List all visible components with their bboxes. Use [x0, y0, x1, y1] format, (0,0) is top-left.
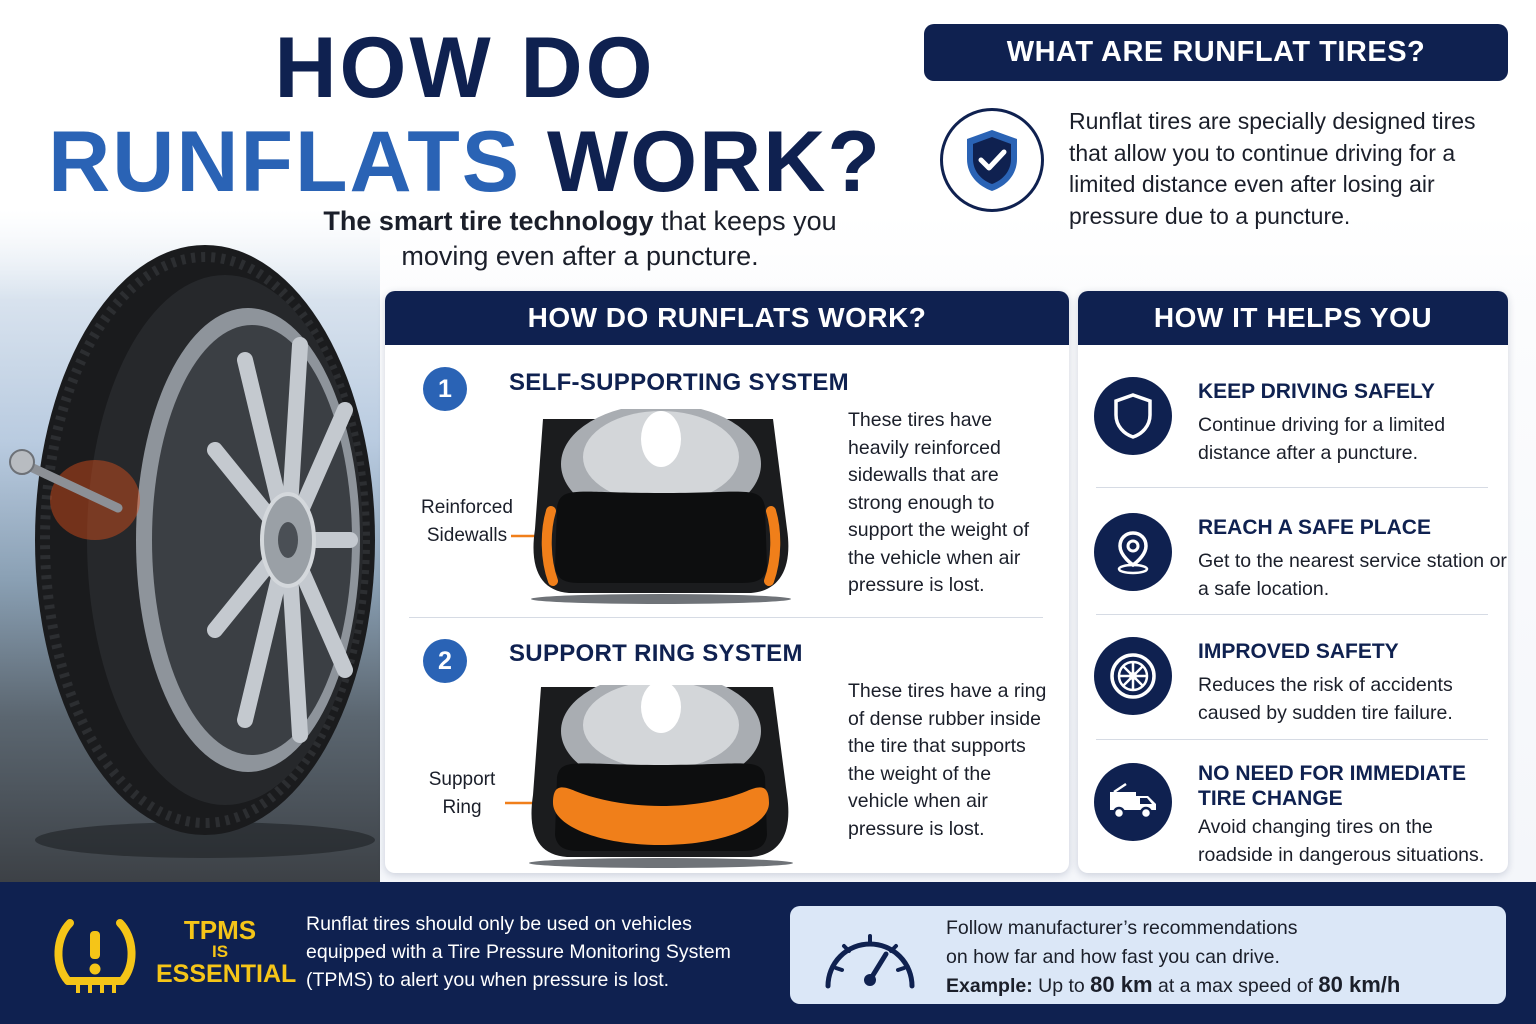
help-title: REACH A SAFE PLACE: [1198, 516, 1431, 539]
help-description: Get to the nearest service station or a …: [1198, 550, 1507, 600]
subtitle-rest: that keeps you moving even after a punct…: [401, 206, 837, 271]
how-it-works-header: HOW DO RUNFLATS WORK?: [385, 291, 1069, 345]
support-ring-tire-diagram: [505, 685, 793, 868]
tow-truck-icon: [1094, 763, 1172, 841]
speedometer-icon: [820, 924, 920, 994]
how-it-works-panel: HOW DO RUNFLATS WORK? 1 SELF-SUPPORTING …: [385, 291, 1069, 873]
step-2-label-line2: Ring: [442, 797, 482, 818]
tpms-description: Runflat tires should only be used on veh…: [306, 913, 731, 991]
tpms-line3: ESSENTIAL: [156, 960, 297, 988]
tpms-line2: IS: [211, 942, 229, 961]
help-item-no-tire-change: NO NEED FOR IMMEDIATE TIRE CHANGE Avoid …: [1094, 762, 1494, 873]
step-1-label-line2: Sidewalls: [426, 525, 508, 546]
step-1-label-line1: Reinforced: [421, 497, 513, 518]
tire-image: [0, 240, 390, 870]
note-speed: 80 km/h: [1318, 972, 1401, 997]
how-it-helps-panel: HOW IT HELPS YOU KEEP DRIVING SAFELY Con…: [1078, 291, 1508, 873]
help-divider: [1096, 487, 1488, 488]
subtitle-bold: The smart tire technology: [323, 206, 654, 236]
self-supporting-tire-diagram: [511, 409, 791, 604]
step-1-description: These tires have heavily reinforced side…: [848, 409, 1030, 596]
step-1-label: Reinforced Sidewalls: [407, 494, 527, 550]
help-title: IMPROVED SAFETY: [1198, 640, 1399, 663]
help-title: NO NEED FOR IMMEDIATE TIRE CHANGE: [1198, 762, 1466, 810]
step-2-description: These tires have a ring of dense rubber …: [848, 680, 1047, 840]
step-2-number: 2: [423, 639, 467, 683]
wheel-icon: [1094, 637, 1172, 715]
step-2-label: Support Ring: [417, 766, 507, 822]
help-description: Avoid changing tires on the roadside in …: [1198, 816, 1485, 866]
what-description: Runflat tires are specially designed tir…: [1069, 108, 1476, 229]
headline-line1: HOW DO: [274, 20, 656, 116]
step-2-label-line1: Support: [428, 769, 496, 790]
step-2-title: SUPPORT RING SYSTEM: [509, 640, 803, 667]
tpms-warning-icon: [48, 913, 142, 997]
help-description: Continue driving for a limited distance …: [1198, 414, 1446, 464]
note-line2: on how far and how fast you can drive.: [946, 945, 1280, 968]
note-example-label: Example:: [946, 975, 1033, 997]
headline: HOW DO RUNFLATS WORK?: [40, 22, 890, 210]
recommendation-text: Follow manufacturer’s recommendations on…: [946, 914, 1506, 1001]
note-distance: 80 km: [1090, 972, 1153, 997]
note-mid: at a max speed of: [1157, 975, 1313, 997]
help-title: KEEP DRIVING SAFELY: [1198, 380, 1435, 403]
location-pin-icon: [1094, 513, 1172, 591]
how-it-helps-header: HOW IT HELPS YOU: [1078, 291, 1508, 345]
step-1-title: SELF-SUPPORTING SYSTEM: [509, 369, 849, 396]
subtitle: The smart tire technology that keeps you…: [290, 204, 870, 274]
help-divider: [1096, 614, 1488, 615]
note-example: Example: Up to 80 km at a max speed of 8…: [946, 971, 1506, 1001]
headline-line2: RUNFLATS WORK?: [40, 114, 890, 210]
help-divider: [1096, 739, 1488, 740]
headline-runflats: RUNFLATS: [48, 114, 522, 210]
help-item-keep-driving: KEEP DRIVING SAFELY Continue driving for…: [1094, 377, 1494, 477]
shield-check-icon: [940, 108, 1044, 212]
note-up-to: Up to: [1038, 975, 1085, 997]
recommendation-note: Follow manufacturer’s recommendations on…: [790, 906, 1506, 1004]
what-header: WHAT ARE RUNFLAT TIRES?: [924, 24, 1508, 81]
note-line1: Follow manufacturer’s recommendations: [946, 917, 1298, 939]
step-divider: [409, 617, 1043, 618]
step-1-number: 1: [423, 367, 467, 411]
tpms-line1: TPMS: [183, 915, 257, 945]
tpms-title: TPMS IS ESSENTIAL: [156, 915, 297, 988]
help-item-safe-place: REACH A SAFE PLACE Get to the nearest se…: [1094, 513, 1507, 613]
help-item-improved-safety: IMPROVED SAFETY Reduces the risk of acci…: [1094, 637, 1494, 737]
headline-work: WORK?: [547, 114, 882, 210]
shield-icon: [1094, 377, 1172, 455]
help-description: Reduces the risk of accidents caused by …: [1198, 674, 1453, 724]
